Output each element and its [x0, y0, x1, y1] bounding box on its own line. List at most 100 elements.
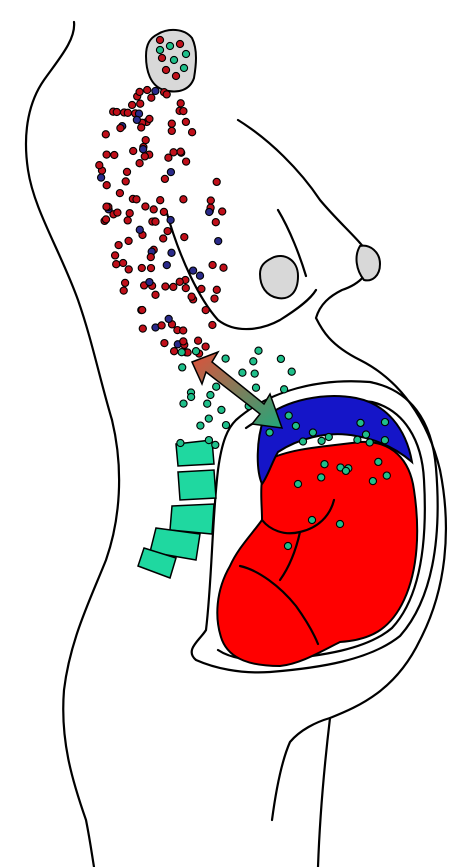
maternal-cell — [132, 115, 142, 125]
maternal-cell — [179, 337, 188, 346]
fetal-cell — [356, 418, 365, 428]
maternal-cell — [101, 130, 110, 139]
maternal-cell — [166, 167, 176, 177]
fetal-cell — [279, 385, 289, 394]
arm-upper-outline — [276, 208, 308, 278]
maternal-cell — [145, 277, 154, 287]
maternal-cell — [110, 150, 119, 160]
fetal-cell — [206, 390, 215, 400]
maternal-cell — [179, 195, 188, 204]
fetal-cell — [177, 348, 186, 357]
maternal-cell — [167, 126, 176, 136]
maternal-cell — [123, 216, 132, 225]
fetal-cell — [380, 436, 390, 445]
fetal-cell — [361, 430, 371, 439]
fetal-cell — [317, 473, 326, 482]
maternal-cell — [218, 207, 227, 216]
arm-outline — [164, 208, 318, 331]
maternal-cell — [208, 320, 217, 330]
maternal-cell — [125, 209, 134, 218]
body-front-outline — [236, 118, 447, 867]
maternal-cell — [149, 205, 158, 214]
thymus-cell — [155, 35, 165, 45]
fetus-limb-line — [238, 564, 320, 646]
maternal-cell — [180, 232, 189, 242]
maternal-cell — [124, 265, 133, 274]
thymus-cell — [157, 53, 167, 63]
maternal-cell — [181, 117, 191, 127]
fetal-cell — [317, 436, 326, 446]
fetal-cell — [382, 471, 391, 480]
maternal-cell — [120, 278, 130, 288]
maternal-cell — [114, 240, 123, 250]
fetal-cell — [191, 347, 201, 356]
thymus-cell — [175, 39, 185, 49]
maternal-cell — [214, 236, 223, 246]
maternal-cell — [138, 305, 147, 315]
thymus-cell — [165, 41, 175, 51]
fetal-cell — [178, 363, 187, 372]
maternal-cell — [175, 277, 184, 286]
fetal-cell — [291, 421, 301, 431]
fetal-cell — [276, 354, 286, 364]
fetal-cell — [324, 432, 333, 442]
maternal-cell — [138, 145, 148, 154]
fetal-cell — [196, 421, 205, 430]
maternal-cell — [147, 93, 156, 102]
maternal-cell — [201, 342, 210, 351]
maternal-cell — [96, 173, 106, 182]
thymus-cell — [181, 49, 191, 59]
maternal-cell — [169, 347, 179, 356]
maternal-cell — [143, 85, 152, 95]
fetal-cell — [353, 435, 362, 444]
maternal-cell — [112, 107, 121, 117]
maternal-cell — [124, 236, 133, 246]
fetus-limb-line — [278, 530, 302, 582]
thymus-cell — [155, 45, 165, 55]
maternal-cell — [102, 181, 111, 190]
maternal-cell — [164, 314, 173, 324]
fetal-cell — [365, 438, 374, 447]
vertebra — [177, 469, 217, 501]
fetal-cell — [308, 428, 318, 437]
maternal-cell — [136, 99, 145, 108]
fetal-cell — [341, 466, 351, 476]
fetal-cell — [221, 354, 230, 363]
fetal-cell — [212, 382, 221, 391]
thymus-cell — [171, 71, 181, 81]
maternal-cell — [137, 263, 146, 273]
fetal-cell — [320, 460, 329, 469]
maternal-cell — [164, 153, 173, 162]
maternal-cell — [110, 251, 120, 260]
maternal-cell — [112, 260, 121, 269]
maternal-cell — [113, 208, 122, 217]
maternal-cell — [123, 108, 132, 117]
maternal-cell — [102, 150, 111, 159]
maternal-cell-cluster — [95, 85, 228, 358]
maternal-cell — [163, 226, 172, 236]
fetus-shape — [216, 440, 419, 668]
thymus-cell-cluster — [155, 35, 191, 81]
maternal-cell — [141, 202, 150, 211]
vertebra — [175, 439, 215, 467]
maternal-cell — [118, 258, 128, 268]
maternal-cell — [141, 135, 150, 145]
maternal-cell — [188, 266, 198, 275]
maternal-cell — [119, 286, 128, 295]
maternal-cell — [195, 271, 205, 280]
maternal-cell — [187, 292, 196, 301]
maternal-cell — [140, 152, 149, 161]
maternal-cell — [159, 207, 169, 217]
maternal-cell — [179, 326, 188, 335]
vertebra — [149, 527, 201, 561]
maternal-cell — [95, 161, 104, 170]
fetal-cell — [284, 411, 293, 420]
maternal-cell — [210, 294, 219, 303]
maternal-cell — [135, 87, 144, 97]
fetal-cell — [283, 541, 293, 551]
uterus-outline — [190, 380, 439, 674]
maternal-cell — [212, 285, 221, 294]
maternal-cell — [146, 252, 155, 262]
